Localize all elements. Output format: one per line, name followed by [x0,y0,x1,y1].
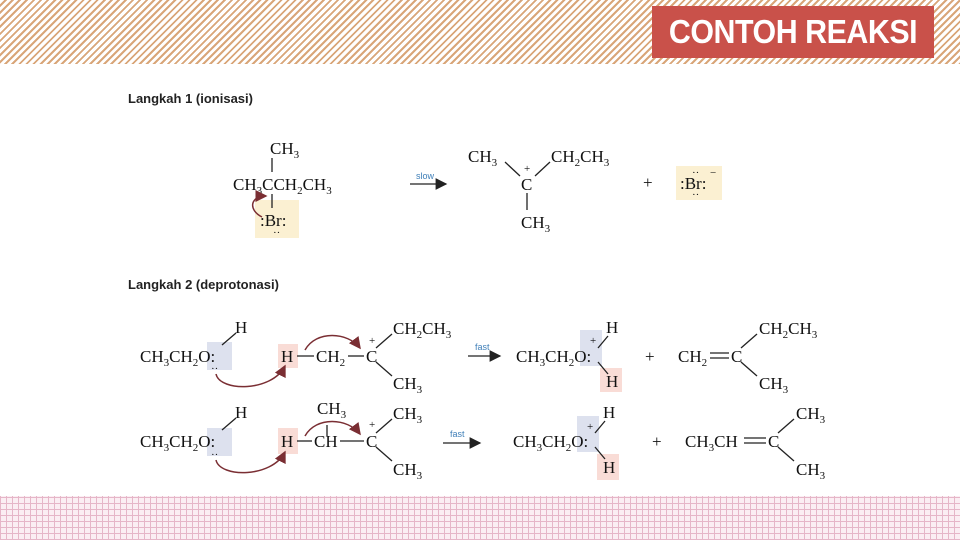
svg-text:H: H [235,318,247,337]
svg-text::Br:: :Br: [680,174,706,193]
svg-text:CH3: CH3 [393,404,423,426]
step-2-row-2-fast-arrow: fast [443,429,482,449]
step-2-row-1-fast-arrow: fast [468,342,502,362]
svg-text:C: C [731,347,742,366]
bromide-ion: :Br: ·· ·· − [676,166,722,201]
svg-text:CH3CCH2CH3: CH3CCH2CH3 [233,175,332,197]
svg-text:CH2: CH2 [316,347,345,369]
svg-text:H: H [281,432,293,451]
svg-text:−: − [710,167,716,179]
svg-text:H: H [606,318,618,337]
footer-grid-band [0,496,960,540]
step-1-carbocation: CH3 CH2CH3 + C CH3 [468,147,610,235]
step-1-title: Langkah 1 (ionisasi) [128,91,253,106]
svg-text:CH3: CH3 [393,374,423,396]
svg-text:+: + [524,163,530,175]
step-1-reactant: CH3 CH3CCH2CH3 :Br: ·· [233,139,332,239]
title-banner: CONTOH REAKSI E1 [652,6,934,102]
step-2-row-2-reactants: CH3CH2O: ·· H H CH CH3 + C CH3 CH3 [140,399,423,482]
svg-text:H: H [281,347,293,366]
svg-text:+: + [369,335,375,347]
step-2-row-1-reactants: CH3CH2O: ·· H H CH2 + C CH2CH3 CH3 [140,318,452,396]
svg-text:H: H [603,458,615,477]
svg-text:+: + [590,335,596,347]
svg-text:CH3CH: CH3CH [685,432,738,454]
step-2-row-2-products: CH3CH2O: + H H + CH3CH C CH3 CH3 [513,403,826,482]
svg-text:CH3CH2O:: CH3CH2O: [140,347,215,369]
step-1-slow-arrow: slow [410,171,448,190]
svg-text:C: C [768,432,779,451]
step-2-row-1-products: CH3CH2O: + H H + CH2 C CH2CH3 CH3 [516,318,818,396]
step-2-title: Langkah 2 (deprotonasi) [128,277,279,292]
fast-label-2: fast [450,429,465,439]
svg-text:C: C [366,347,377,366]
svg-text:CH3: CH3 [759,374,789,396]
plus-sign-3: + [652,432,662,451]
svg-text:CH3: CH3 [796,404,826,426]
svg-text:··: ·· [692,167,699,179]
svg-text:CH2CH3: CH2CH3 [759,319,818,341]
svg-text:C: C [521,175,532,194]
svg-text:+: + [369,419,375,431]
svg-text:+: + [587,421,593,433]
svg-text:··: ·· [692,189,699,201]
svg-text:H: H [603,403,615,422]
bromine-highlight [255,200,299,238]
svg-text:··: ·· [273,227,280,239]
svg-text:H: H [606,372,618,391]
plus-sign-2: + [645,347,655,366]
svg-text:CH3CH2O:: CH3CH2O: [513,432,588,454]
svg-text:CH2: CH2 [678,347,707,369]
svg-text:CH3: CH3 [393,460,423,482]
fast-label-1: fast [475,342,490,352]
svg-text:CH3: CH3 [468,147,498,169]
svg-text:H: H [235,403,247,422]
svg-text:··: ·· [211,449,218,461]
svg-text:CH2CH3: CH2CH3 [551,147,610,169]
slide-title: CONTOH REAKSI E1 [668,13,918,102]
svg-text:CH3: CH3 [317,399,347,421]
svg-text:CH: CH [314,432,338,451]
svg-text:CH3: CH3 [521,213,551,235]
svg-text::Br:: :Br: [260,211,286,230]
svg-text:C: C [366,432,377,451]
svg-text:CH2CH3: CH2CH3 [393,319,452,341]
svg-text:CH3CH2O:: CH3CH2O: [516,347,591,369]
svg-text:CH3CH2O:: CH3CH2O: [140,432,215,454]
svg-text:CH3: CH3 [796,460,826,482]
svg-text:··: ·· [211,363,218,375]
plus-sign: + [643,173,653,192]
svg-text:CH3: CH3 [270,139,300,161]
slow-label: slow [416,171,435,181]
